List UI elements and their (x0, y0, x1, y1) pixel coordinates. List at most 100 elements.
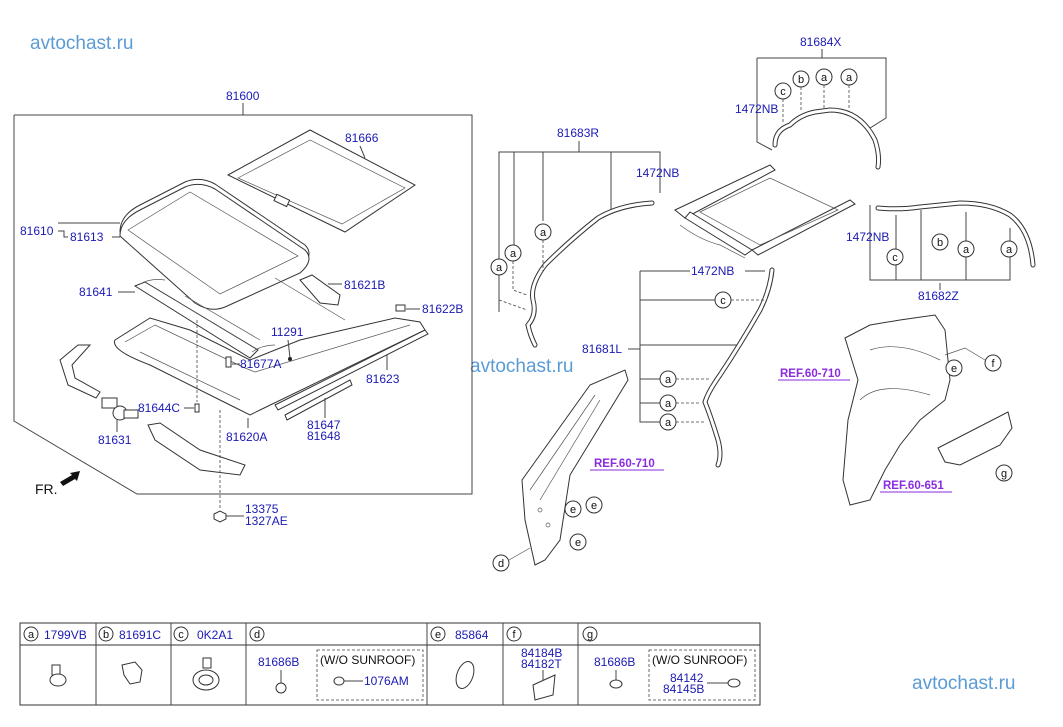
label-1327AE[interactable]: 1327AE (245, 514, 288, 528)
svg-text:a: a (510, 248, 517, 260)
pad-f-icon (532, 674, 556, 701)
watermark-bottom-right: avtochast.ru (912, 673, 1016, 694)
label-11291[interactable]: 11291 (271, 325, 304, 339)
watermark-center: avtochast.ru (470, 356, 574, 377)
screw-part (225, 356, 232, 368)
svg-text:c: c (720, 295, 726, 307)
label-81613[interactable]: 81613 (70, 230, 104, 244)
hose-rear-x-group: 81684X 1472NB c b a a (735, 35, 887, 170)
legend-key-b (98, 626, 114, 642)
svg-text:c: c (892, 252, 898, 264)
grommet-d-icon (275, 682, 287, 694)
callout-g-1 (995, 464, 1013, 482)
front-arrow-icon (60, 471, 80, 486)
svg-text:a: a (1006, 244, 1013, 256)
washer-d-icon (333, 676, 345, 686)
legend-note-d: (W/O SUNROOF) (320, 653, 415, 667)
seal-ring-e-icon (455, 661, 475, 689)
grommet-g-icon (609, 679, 623, 689)
label-81622B[interactable]: 81622B (422, 302, 463, 316)
rail-part (274, 329, 429, 411)
label-81621B[interactable]: 81621B (344, 278, 385, 292)
label-1472NB-1[interactable]: 1472NB (636, 166, 679, 180)
legend-part-1799VB[interactable]: 1799VB (44, 628, 87, 642)
svg-text:a: a (846, 72, 853, 84)
floor-bracket-part (937, 411, 1013, 466)
clip-b-icon (121, 661, 143, 685)
legend-note-g: (W/O SUNROOF) (652, 653, 747, 667)
legend-part-84142[interactable]: 84142 (670, 671, 704, 685)
svg-text:g: g (587, 629, 593, 641)
label-1472NB-4[interactable]: 1472NB (846, 230, 889, 244)
legend-part-85864[interactable]: 85864 (455, 628, 489, 642)
label-81648[interactable]: 81648 (307, 429, 341, 443)
callout-a-6 (957, 240, 975, 258)
watermark-top-left: avtochast.ru (30, 33, 134, 54)
ref-60-651[interactable]: REF.60-651 (883, 480, 944, 492)
grommet-g2-icon (727, 678, 741, 688)
legend-part-0K2A1[interactable]: 0K2A1 (197, 628, 233, 642)
sunroof-frame-part (113, 277, 426, 416)
label-81677A[interactable]: 81677A (240, 357, 281, 371)
legend-part-1076AM[interactable]: 1076AM (364, 674, 409, 688)
callout-e-1 (585, 496, 603, 514)
svg-text:c: c (780, 86, 786, 98)
svg-text:b: b (103, 629, 109, 641)
clip-part (288, 357, 292, 361)
hose-front-right-group: 81683R 1472NB a a a (490, 126, 679, 348)
label-81641[interactable]: 81641 (79, 285, 113, 299)
svg-text:f: f (512, 629, 516, 641)
svg-text:a: a (28, 629, 35, 641)
label-81684X[interactable]: 81684X (800, 35, 841, 49)
svg-text:b: b (937, 237, 943, 249)
legend-part-81691C[interactable]: 81691C (119, 628, 161, 642)
label-81683R[interactable]: 81683R (557, 126, 599, 140)
label-81644C[interactable]: 81644C (138, 401, 180, 415)
ref-60-710-pillar[interactable]: REF.60-710 (594, 458, 655, 470)
label-81610[interactable]: 81610 (20, 224, 54, 238)
svg-text:a: a (665, 417, 672, 429)
bracket-part (299, 274, 341, 306)
callout-a-7 (1000, 240, 1018, 258)
label-13375[interactable]: 13375 (245, 502, 279, 516)
svg-text:a: a (496, 262, 503, 274)
hose-front-left-group: 81681L c a a a (582, 267, 775, 468)
svg-text:a: a (665, 374, 672, 386)
legend-part-81686B-d[interactable]: 81686B (258, 655, 299, 669)
clip-a-icon (49, 664, 67, 687)
legend-part-84182T[interactable]: 84182T (521, 657, 562, 671)
legend-key-f (506, 626, 522, 642)
label-1472NB-2[interactable]: 1472NB (735, 102, 778, 116)
front-indicator: FR. (35, 481, 58, 497)
legend-key-g (582, 626, 598, 642)
hose-rear-z-group: 1472NB 81682Z c b a a (846, 200, 1036, 303)
bolt-part (194, 403, 200, 413)
legend-key-a (23, 626, 39, 642)
sunroof-assembly-group: 81600 81666 81610 81613 81641 (13, 89, 473, 508)
label-81681L[interactable]: 81681L (582, 342, 622, 356)
label-81623[interactable]: 81623 (366, 372, 400, 386)
assembly-border (13, 114, 473, 495)
label-81647[interactable]: 81647 (307, 418, 341, 432)
label-81620A[interactable]: 81620A (226, 430, 267, 444)
legend-part-84145B[interactable]: 84145B (663, 682, 704, 696)
legend-key-e (430, 626, 446, 642)
legend-part-81686B-g[interactable]: 81686B (594, 655, 635, 669)
label-1472NB-3[interactable]: 1472NB (691, 264, 734, 278)
callout-e-2 (564, 500, 582, 518)
callout-f-1 (984, 354, 1002, 372)
sunshade-part (226, 129, 416, 233)
label-81600[interactable]: 81600 (226, 89, 260, 103)
legend-part-84184B[interactable]: 84184B (521, 646, 562, 660)
lower-bracket-part (147, 422, 246, 476)
svg-text:a: a (821, 72, 828, 84)
svg-text:g: g (1001, 468, 1007, 480)
svg-text:e: e (570, 504, 576, 516)
label-81631[interactable]: 81631 (98, 433, 132, 447)
svg-text:d: d (254, 629, 260, 641)
ref-60-710-quarter[interactable]: REF.60-710 (780, 368, 841, 380)
label-81666[interactable]: 81666 (345, 131, 379, 145)
left-bracket-part (59, 344, 101, 399)
label-81682Z[interactable]: 81682Z (918, 289, 959, 303)
